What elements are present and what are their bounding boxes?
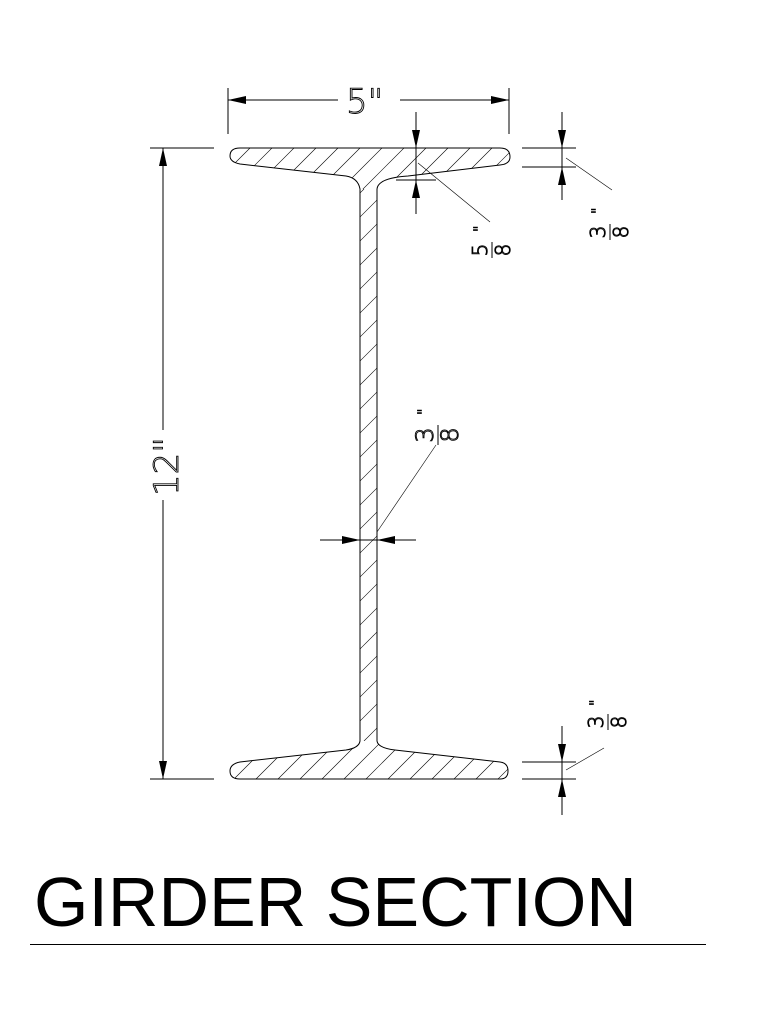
hatch-line — [319, 741, 363, 779]
top-flange-hatch — [230, 146, 560, 191]
hatch-line — [360, 535, 377, 554]
hatch-line — [230, 741, 231, 779]
hatch-line — [382, 148, 429, 189]
width-dimension: 5" — [227, 82, 510, 134]
web-thickness-numerator: 3 — [411, 427, 439, 442]
web-hatch — [360, 189, 768, 741]
bottom-flange-tip-thickness-dimension: 3 8 " — [522, 699, 631, 815]
hatch-line — [388, 189, 768, 741]
hatch-line — [363, 727, 377, 741]
hatch-line — [360, 343, 377, 362]
hatch-line — [360, 559, 377, 578]
hatch-line — [341, 741, 385, 779]
hatch-line — [360, 295, 377, 314]
hatch-line — [231, 741, 275, 779]
girder-outline — [229, 147, 511, 780]
top-tip-thickness-numerator: 3 — [586, 226, 610, 239]
hatch-line — [404, 148, 451, 189]
depth-dimension: 12" — [147, 147, 214, 780]
hatch-line — [360, 199, 377, 218]
hatch-line — [407, 741, 451, 779]
hatch-line — [360, 367, 377, 386]
hatch-line — [360, 271, 377, 290]
hatch-line — [360, 631, 377, 650]
hatch-line — [230, 148, 231, 189]
hatch-line — [360, 583, 377, 602]
hatch-line — [360, 148, 407, 189]
top-tip-thickness-unit: " — [590, 208, 606, 214]
hatch-line — [360, 319, 377, 338]
flange-root-thickness-numerator: 5 — [468, 244, 492, 257]
web-thickness-denominator: 8 — [436, 427, 464, 442]
hatch-line — [360, 391, 377, 410]
flange-root-thickness-unit: " — [472, 226, 488, 232]
hatch-line — [360, 223, 377, 242]
hatch-line — [515, 146, 560, 191]
hatch-line — [230, 148, 253, 189]
hatch-line — [429, 741, 473, 779]
hatch-line — [385, 741, 429, 779]
bottom-flange-hatch — [230, 739, 560, 781]
hatch-line — [275, 741, 319, 779]
drawing-title: GIRDER SECTION — [34, 863, 637, 941]
hatch-line — [518, 739, 560, 781]
web-thickness-unit: " — [416, 409, 432, 415]
title-underline — [30, 944, 706, 945]
hatch-line — [230, 148, 275, 189]
web-thickness-dimension: 3 8 " — [320, 408, 464, 544]
hatch-line — [412, 189, 768, 741]
hatch-line — [363, 741, 407, 779]
hatch-line — [360, 679, 377, 698]
hatch-line — [360, 655, 377, 674]
top-flange-tip-thickness-dimension: 3 8 " — [522, 112, 633, 240]
bottom-tip-thickness-unit: " — [588, 700, 604, 706]
width-dimension-label: 5" — [346, 82, 383, 122]
flange-root-thickness-dimension: 5 8 " — [396, 112, 515, 258]
depth-dimension-label: 12" — [147, 437, 187, 496]
hatch-line — [360, 487, 377, 506]
hatch-line — [360, 463, 377, 482]
bottom-tip-thickness-denominator: 8 — [607, 716, 631, 729]
hatch-line — [338, 148, 385, 189]
top-tip-thickness-denominator: 8 — [609, 226, 633, 239]
flange-root-thickness-denominator: 8 — [491, 244, 515, 257]
hatch-line — [316, 148, 363, 189]
hatch-line — [470, 148, 510, 189]
hatch-line — [426, 148, 473, 189]
bottom-tip-thickness-numerator: 3 — [584, 716, 608, 729]
hatch-line — [297, 741, 341, 779]
hatch-line — [360, 607, 377, 626]
hatch-line — [360, 703, 377, 722]
hatch-line — [250, 148, 297, 189]
hatch-line — [492, 148, 510, 189]
hatch-line — [294, 148, 341, 189]
hatch-line — [360, 511, 377, 530]
hatch-line — [495, 741, 508, 779]
hatch-line — [451, 741, 495, 779]
hatch-line — [360, 247, 377, 266]
hatch-line — [360, 415, 377, 434]
